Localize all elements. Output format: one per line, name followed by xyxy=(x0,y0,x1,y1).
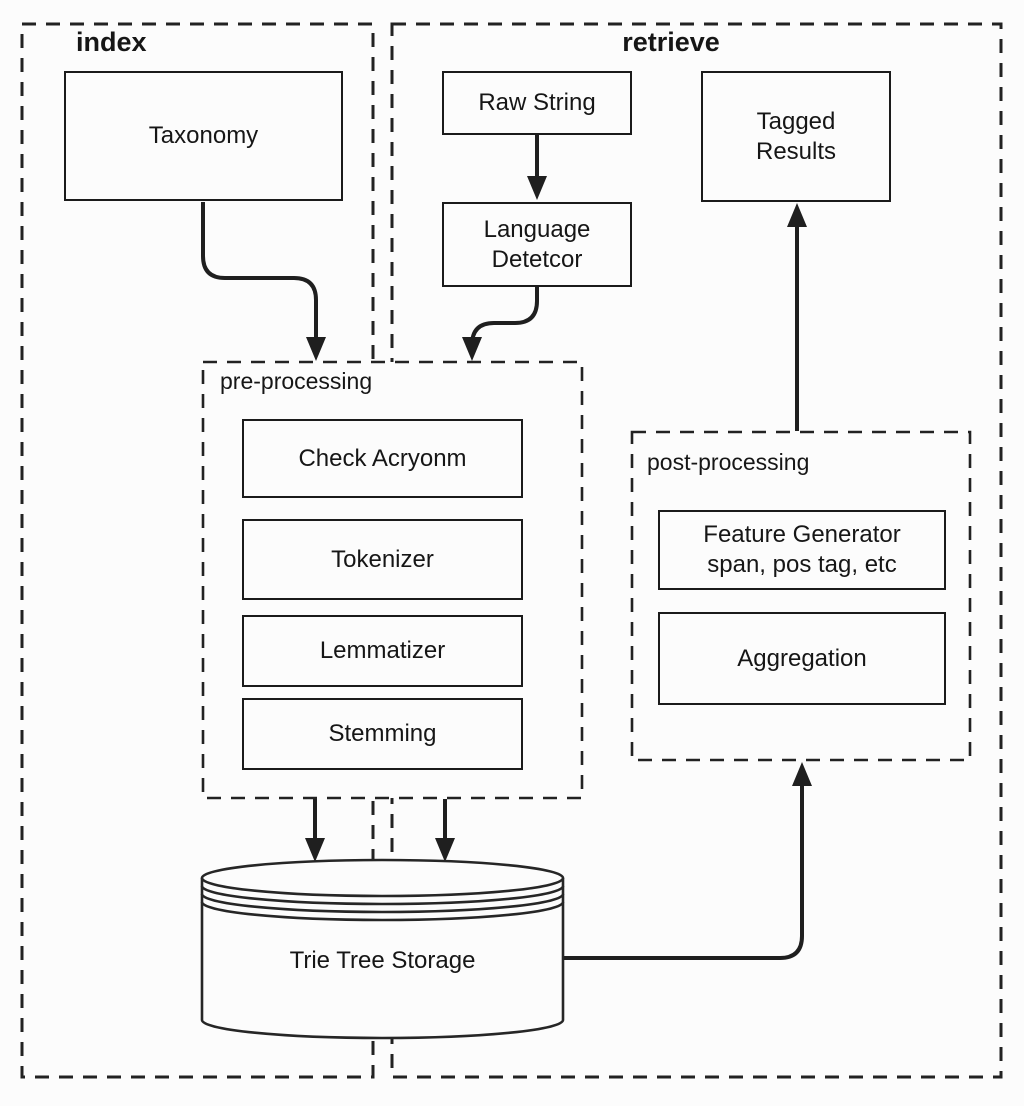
arrowhead-into-postprocessing xyxy=(792,762,812,786)
arrowhead-into-taggedresults xyxy=(787,203,807,227)
database-cylinder-icon xyxy=(200,858,565,1040)
pre-processing-border xyxy=(201,360,584,800)
arrowhead-into-storage-left xyxy=(305,838,325,862)
arrowhead-into-languagedetector xyxy=(527,176,547,200)
edge-languagedetector-to-preprocessing xyxy=(470,287,539,346)
edge-storage-to-postprocessing xyxy=(563,784,804,960)
arrowhead-into-storage-right xyxy=(435,838,455,862)
post-processing-border xyxy=(630,430,972,762)
arrowhead-into-preprocessing-right xyxy=(462,337,482,361)
edge-taxonomy-to-preprocessing xyxy=(201,202,318,340)
arrowhead-into-preprocessing-left xyxy=(306,337,326,361)
